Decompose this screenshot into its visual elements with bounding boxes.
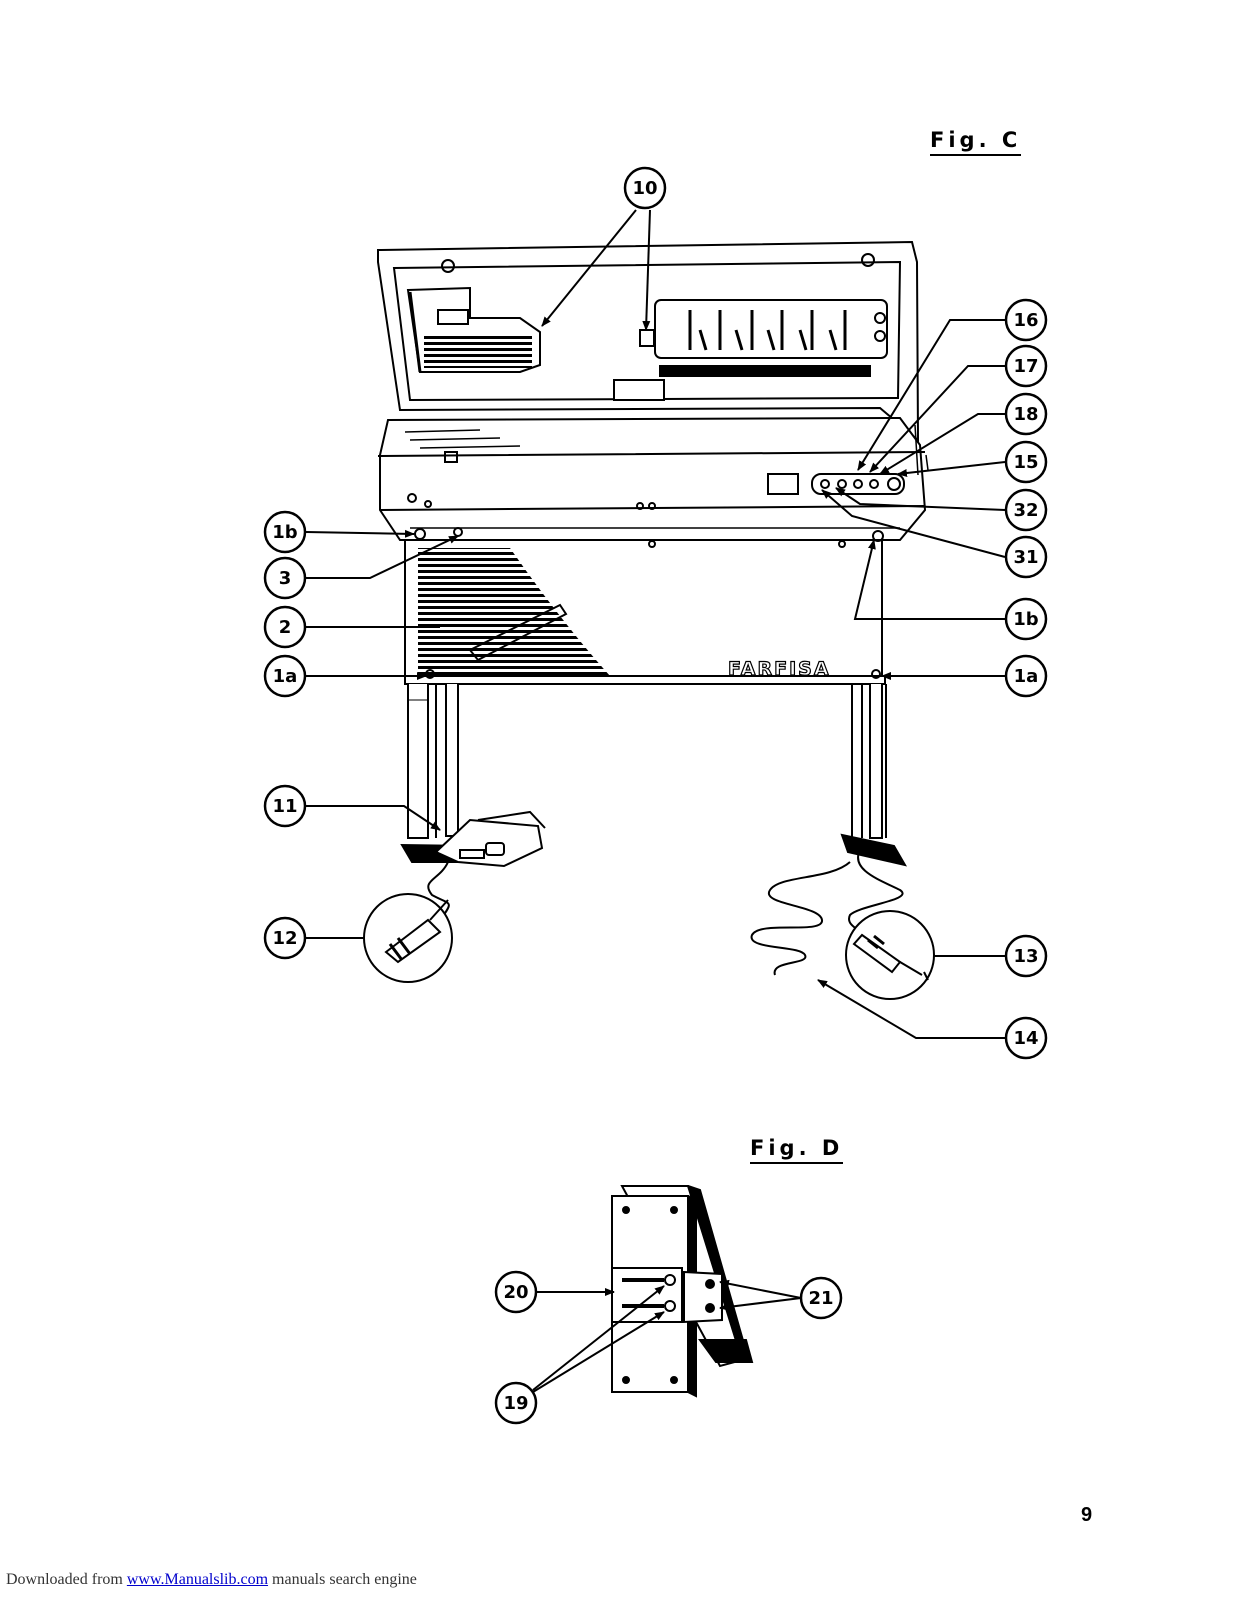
fig-c-callouts: 10 16 17 18 15 32 31 1b 3 2 1a 1b 1a 11 … [263, 166, 1048, 1060]
callout-12: 12 [263, 916, 307, 960]
callout-32: 32 [1004, 488, 1048, 532]
callout-16: 16 [1004, 298, 1048, 342]
callout-11: 11 [263, 784, 307, 828]
callout-10: 10 [623, 166, 667, 210]
organ-cabinet: FARFISA [377, 416, 929, 685]
svg-text:15: 15 [1013, 452, 1038, 473]
footer-suffix: manuals search engine [268, 1571, 417, 1588]
svg-text:2: 2 [279, 617, 292, 638]
svg-text:11: 11 [272, 796, 297, 817]
lid-speaker-panel [406, 286, 541, 373]
pedal-cable [427, 861, 450, 921]
callout-3: 3 [263, 556, 307, 600]
fig-d-title: Fig. D [750, 1136, 844, 1164]
svg-text:20: 20 [503, 1282, 528, 1303]
amp-cable [848, 849, 904, 937]
front-grill [404, 527, 900, 685]
svg-text:10: 10 [632, 178, 657, 199]
footer: Downloaded from www.Manualslib.com manua… [6, 1571, 417, 1589]
brand-label: FARFISA [728, 658, 831, 680]
fig-d-leaders [532, 1279, 802, 1393]
svg-text:3: 3 [279, 568, 292, 589]
callout-1b-left: 1b [263, 510, 307, 554]
callout-1a-left: 1a [263, 654, 307, 698]
organ-diagram: FARFISA [263, 166, 1048, 1425]
fig-c-leaders [305, 209, 1006, 1039]
svg-text:1a: 1a [1014, 666, 1039, 687]
footer-prefix: Downloaded from [6, 1571, 127, 1588]
callout-19: 19 [494, 1381, 538, 1425]
plug-12-detail [363, 893, 453, 983]
svg-text:14: 14 [1013, 1028, 1038, 1049]
svg-text:18: 18 [1013, 404, 1038, 425]
page-number: 9 [1081, 1504, 1093, 1526]
callout-14: 14 [1004, 1016, 1048, 1060]
mains-cable [750, 861, 851, 976]
svg-text:19: 19 [503, 1393, 528, 1414]
callout-2: 2 [263, 605, 307, 649]
callout-17: 17 [1004, 344, 1048, 388]
fig-c-title: Fig. C [930, 128, 1022, 156]
fig-c-illustration: FARFISA [363, 240, 935, 1000]
callout-20: 20 [494, 1270, 538, 1314]
manualslib-link[interactable]: www.Manualslib.com [126, 1571, 269, 1588]
svg-text:1b: 1b [1013, 609, 1039, 630]
svg-text:13: 13 [1013, 946, 1038, 967]
svg-text:1a: 1a [273, 666, 298, 687]
svg-text:31: 31 [1013, 547, 1038, 568]
callout-21: 21 [799, 1276, 843, 1320]
svg-text:1b: 1b [272, 522, 298, 543]
callout-18: 18 [1004, 392, 1048, 436]
svg-text:16: 16 [1013, 310, 1038, 331]
svg-text:12: 12 [272, 928, 297, 949]
callout-31: 31 [1004, 535, 1048, 579]
svg-text:21: 21 [808, 1288, 833, 1309]
fig-d-illustration [611, 1185, 754, 1398]
plug-13-detail [845, 910, 935, 1000]
callout-13: 13 [1004, 934, 1048, 978]
svg-text:17: 17 [1013, 356, 1038, 377]
callout-1a-right: 1a [1004, 654, 1048, 698]
expression-pedal [434, 810, 546, 868]
control-panel [811, 473, 905, 495]
fig-d-callouts: 20 21 19 [494, 1270, 843, 1425]
callout-15: 15 [1004, 440, 1048, 484]
callout-1b-right: 1b [1004, 597, 1048, 641]
svg-text:32: 32 [1013, 500, 1038, 521]
